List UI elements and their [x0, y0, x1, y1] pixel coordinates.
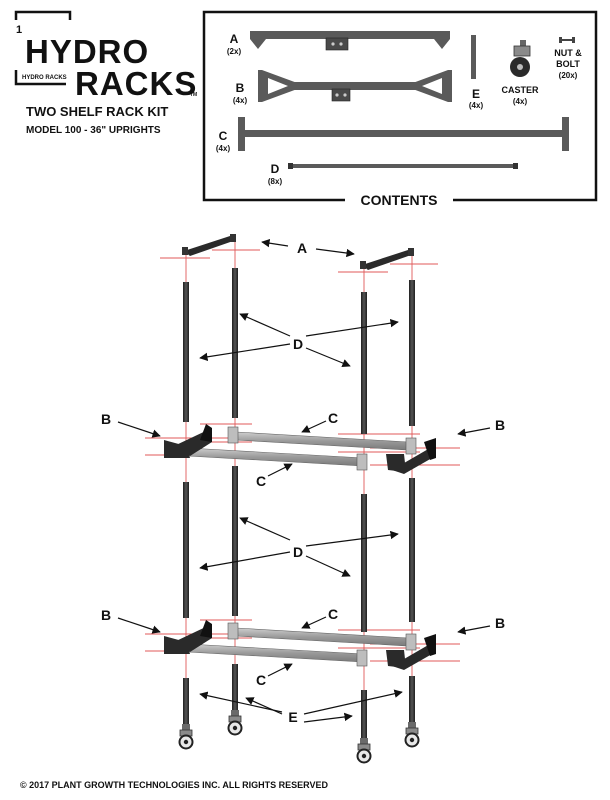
top-bracket-left: [182, 234, 236, 256]
part-d-letter: D: [271, 162, 280, 176]
part-c-qty: (4x): [216, 144, 231, 153]
callout-arrows: [117, 238, 491, 723]
brand-logo: 1 HYDRO HYDRO RACKS RACKS TM: [14, 10, 197, 102]
part-a-bar: [250, 31, 450, 51]
callout-b-upper-right: B: [495, 417, 505, 433]
brand-small-mark: HYDRO RACKS: [22, 75, 67, 81]
caster-icon: [510, 40, 531, 77]
copyright-footer: © 2017 PLANT GROWTH TECHNOLOGIES INC. AL…: [20, 780, 329, 790]
exploded-rack: A D B B C C D B B C C E: [101, 234, 505, 764]
part-b-qty: (4x): [233, 96, 248, 105]
caster-br: [404, 721, 420, 748]
caster-qty: (4x): [513, 97, 528, 106]
part-c-letter: C: [219, 129, 228, 143]
part-b-bracket: [258, 70, 452, 102]
upright-posts-lower: [183, 466, 415, 632]
part-a-letter: A: [230, 32, 239, 46]
part-e-letter: E: [472, 87, 480, 101]
lower-shelf: [164, 620, 436, 670]
part-b-letter: B: [236, 81, 245, 95]
nut-bolt-line1: NUT &: [554, 48, 582, 58]
part-e-qty: (4x): [469, 101, 484, 110]
callout-c-lower-top: C: [328, 606, 338, 622]
callout-c-upper-top: C: [328, 410, 338, 426]
caster-fl: [178, 723, 194, 750]
nut-bolt-icon: [559, 37, 575, 43]
part-a-qty: (2x): [227, 47, 242, 56]
callout-c-lower-bottom: C: [256, 672, 266, 688]
upright-posts-upper: [183, 268, 415, 434]
part-c-bar: [238, 117, 569, 151]
brand-tm: TM: [190, 92, 197, 98]
kit-model: MODEL 100 - 36" UPRIGHTS: [26, 125, 161, 136]
callout-b-lower-right: B: [495, 615, 505, 631]
part-e-post: [471, 35, 476, 79]
callout-b-upper-left: B: [101, 411, 111, 427]
short-posts: [183, 664, 415, 738]
contents-title: CONTENTS: [361, 192, 438, 208]
top-bracket-right: [360, 248, 414, 270]
brand-badge: 1: [16, 24, 22, 36]
part-d-upright: [288, 163, 518, 169]
caster-label: CASTER: [501, 85, 539, 95]
callout-e: E: [288, 709, 297, 725]
nut-bolt-line2: BOLT: [556, 59, 580, 69]
nut-bolt-qty: (20x): [559, 71, 578, 80]
callout-a: A: [297, 240, 307, 256]
brand-word-bottom: RACKS: [75, 65, 197, 102]
part-d-qty: (8x): [268, 177, 283, 186]
caster-fr: [356, 737, 372, 764]
callout-c-upper-bottom: C: [256, 473, 266, 489]
brand-word-top: HYDRO: [25, 33, 149, 70]
upper-shelf: [164, 424, 436, 474]
contents-box: CONTENTS A (2x) B (4x) C: [202, 10, 598, 209]
callout-d-upper: D: [293, 336, 303, 352]
callout-d-lower: D: [293, 544, 303, 560]
callout-b-lower-left: B: [101, 607, 111, 623]
caster-bl: [227, 709, 243, 736]
kit-title: TWO SHELF RACK KIT: [26, 104, 168, 119]
